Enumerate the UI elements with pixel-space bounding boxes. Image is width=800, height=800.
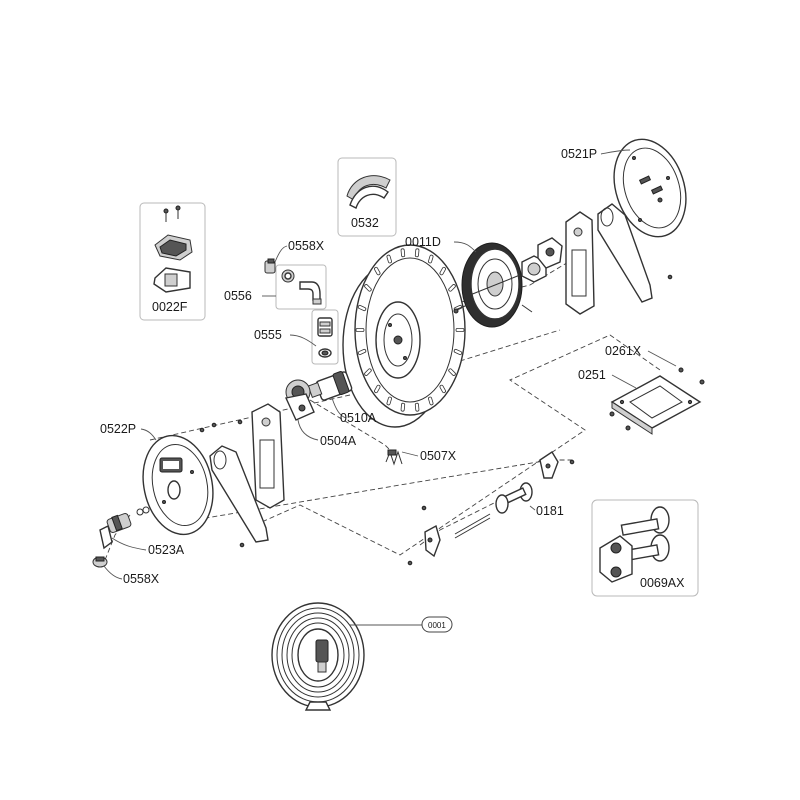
drum-slot — [414, 248, 420, 258]
part-0555-group[interactable]: 0555 — [254, 309, 339, 365]
part-0522P-group[interactable]: 0522P — [100, 422, 222, 541]
part-0507X-group[interactable]: 0507X — [385, 449, 457, 466]
part-0001-group[interactable]: 0001 — [271, 602, 453, 711]
part-0251-shape — [610, 375, 702, 435]
part-0521P-group[interactable]: 0521P — [561, 130, 698, 246]
part-0510A-label: 0510A — [340, 411, 377, 425]
part-0251-group[interactable]: 0251 — [578, 368, 702, 435]
hub-hardware — [453, 237, 563, 314]
drum-slot — [386, 254, 392, 264]
part-0504A-label: 0504A — [320, 434, 357, 448]
drum-slot — [414, 402, 420, 412]
part-0521P-label: 0521P — [561, 147, 597, 161]
part-0022F-label: 0022F — [152, 300, 188, 314]
part-0510A-group[interactable]: 0510A — [307, 371, 377, 425]
part-0069AX-label: 0069AX — [640, 576, 685, 590]
hose-coil — [271, 602, 365, 711]
drum-slot — [455, 327, 465, 332]
part-0532-group[interactable]: 0532 — [337, 157, 397, 237]
part-0504A-shape — [284, 379, 315, 421]
drum-slot — [448, 368, 456, 376]
part-0001-tag: 0001 — [421, 616, 453, 633]
drum-slot — [364, 368, 372, 376]
part-0011D-group[interactable]: 0011D — [405, 235, 533, 328]
part-0510A-shape — [307, 371, 353, 401]
drum-slot — [374, 384, 381, 394]
drum-slot — [355, 328, 365, 333]
part-0261X-label: 0261X — [605, 344, 642, 358]
drum-slot — [374, 266, 381, 276]
part-0558X-top-shape — [264, 258, 276, 274]
part-0011D-label: 0011D — [405, 235, 441, 249]
part-0181-label: 0181 — [536, 504, 564, 518]
part-0261X-shape — [609, 367, 705, 431]
part-0556-label: 0556 — [224, 289, 252, 303]
right-side-bracket — [565, 203, 673, 315]
part-0069AX-frame — [591, 499, 699, 597]
part-0181-shape — [407, 451, 575, 566]
reel-drum[interactable] — [342, 244, 466, 428]
part-0069AX-shape — [599, 506, 670, 583]
drum-slot — [453, 348, 463, 356]
drum-slot — [439, 384, 446, 394]
part-0558X-bottom-group[interactable]: 0558X — [92, 556, 160, 586]
part-0532-label: 0532 — [351, 216, 379, 230]
part-0556-frame — [275, 264, 327, 310]
part-0251-label: 0251 — [578, 368, 606, 382]
drum-slot — [364, 284, 372, 292]
part-0521P-shape — [613, 138, 687, 238]
part-0507X-label: 0507X — [420, 449, 457, 463]
part-0522P-label: 0522P — [100, 422, 136, 436]
part-0011D-shape — [461, 242, 533, 328]
part-0001-label: 0001 — [428, 621, 446, 630]
part-0558X-bottom-shape — [92, 556, 108, 568]
drum-slot — [428, 396, 434, 406]
part-0555-shape — [317, 317, 333, 358]
part-0261X-group[interactable]: 0261X — [605, 344, 705, 431]
drum-slot — [357, 304, 367, 312]
drum-slot — [400, 248, 406, 258]
drum-slot — [400, 402, 406, 412]
drum-slot — [386, 396, 392, 406]
part-0523A-group[interactable]: 0523A — [99, 506, 185, 557]
part-0558X-bottom-label: 0558X — [123, 572, 160, 586]
part-0022F-shape — [153, 205, 193, 293]
part-0556-shape — [281, 269, 322, 305]
part-0558X-top-label: 0558X — [288, 239, 325, 253]
part-0523A-label: 0523A — [148, 543, 185, 557]
part-0523A-shape — [99, 506, 150, 550]
part-0022F-group[interactable]: 0022F — [139, 202, 206, 321]
part-0022F-frame — [139, 202, 206, 321]
drum-slot — [428, 254, 434, 264]
part-0507X-shape — [385, 449, 403, 466]
left-side-bracket — [199, 403, 285, 548]
drum-slot — [448, 284, 456, 292]
drum-slot — [439, 266, 446, 276]
part-0532-shape — [346, 175, 391, 209]
part-0556-group[interactable]: 0556 — [224, 264, 327, 310]
part-0069AX-group[interactable]: 0069AX — [591, 499, 699, 597]
part-0181-group[interactable]: 0181 — [407, 451, 575, 566]
part-0504A-group[interactable]: 0504A — [284, 379, 357, 448]
part-0532-frame — [337, 157, 397, 237]
part-0555-label: 0555 — [254, 328, 282, 342]
part-0522P-shape — [142, 434, 214, 536]
drum-slot — [357, 348, 367, 356]
part-0558X-top-group[interactable]: 0558X — [264, 239, 325, 274]
part-0555-frame — [311, 309, 339, 365]
